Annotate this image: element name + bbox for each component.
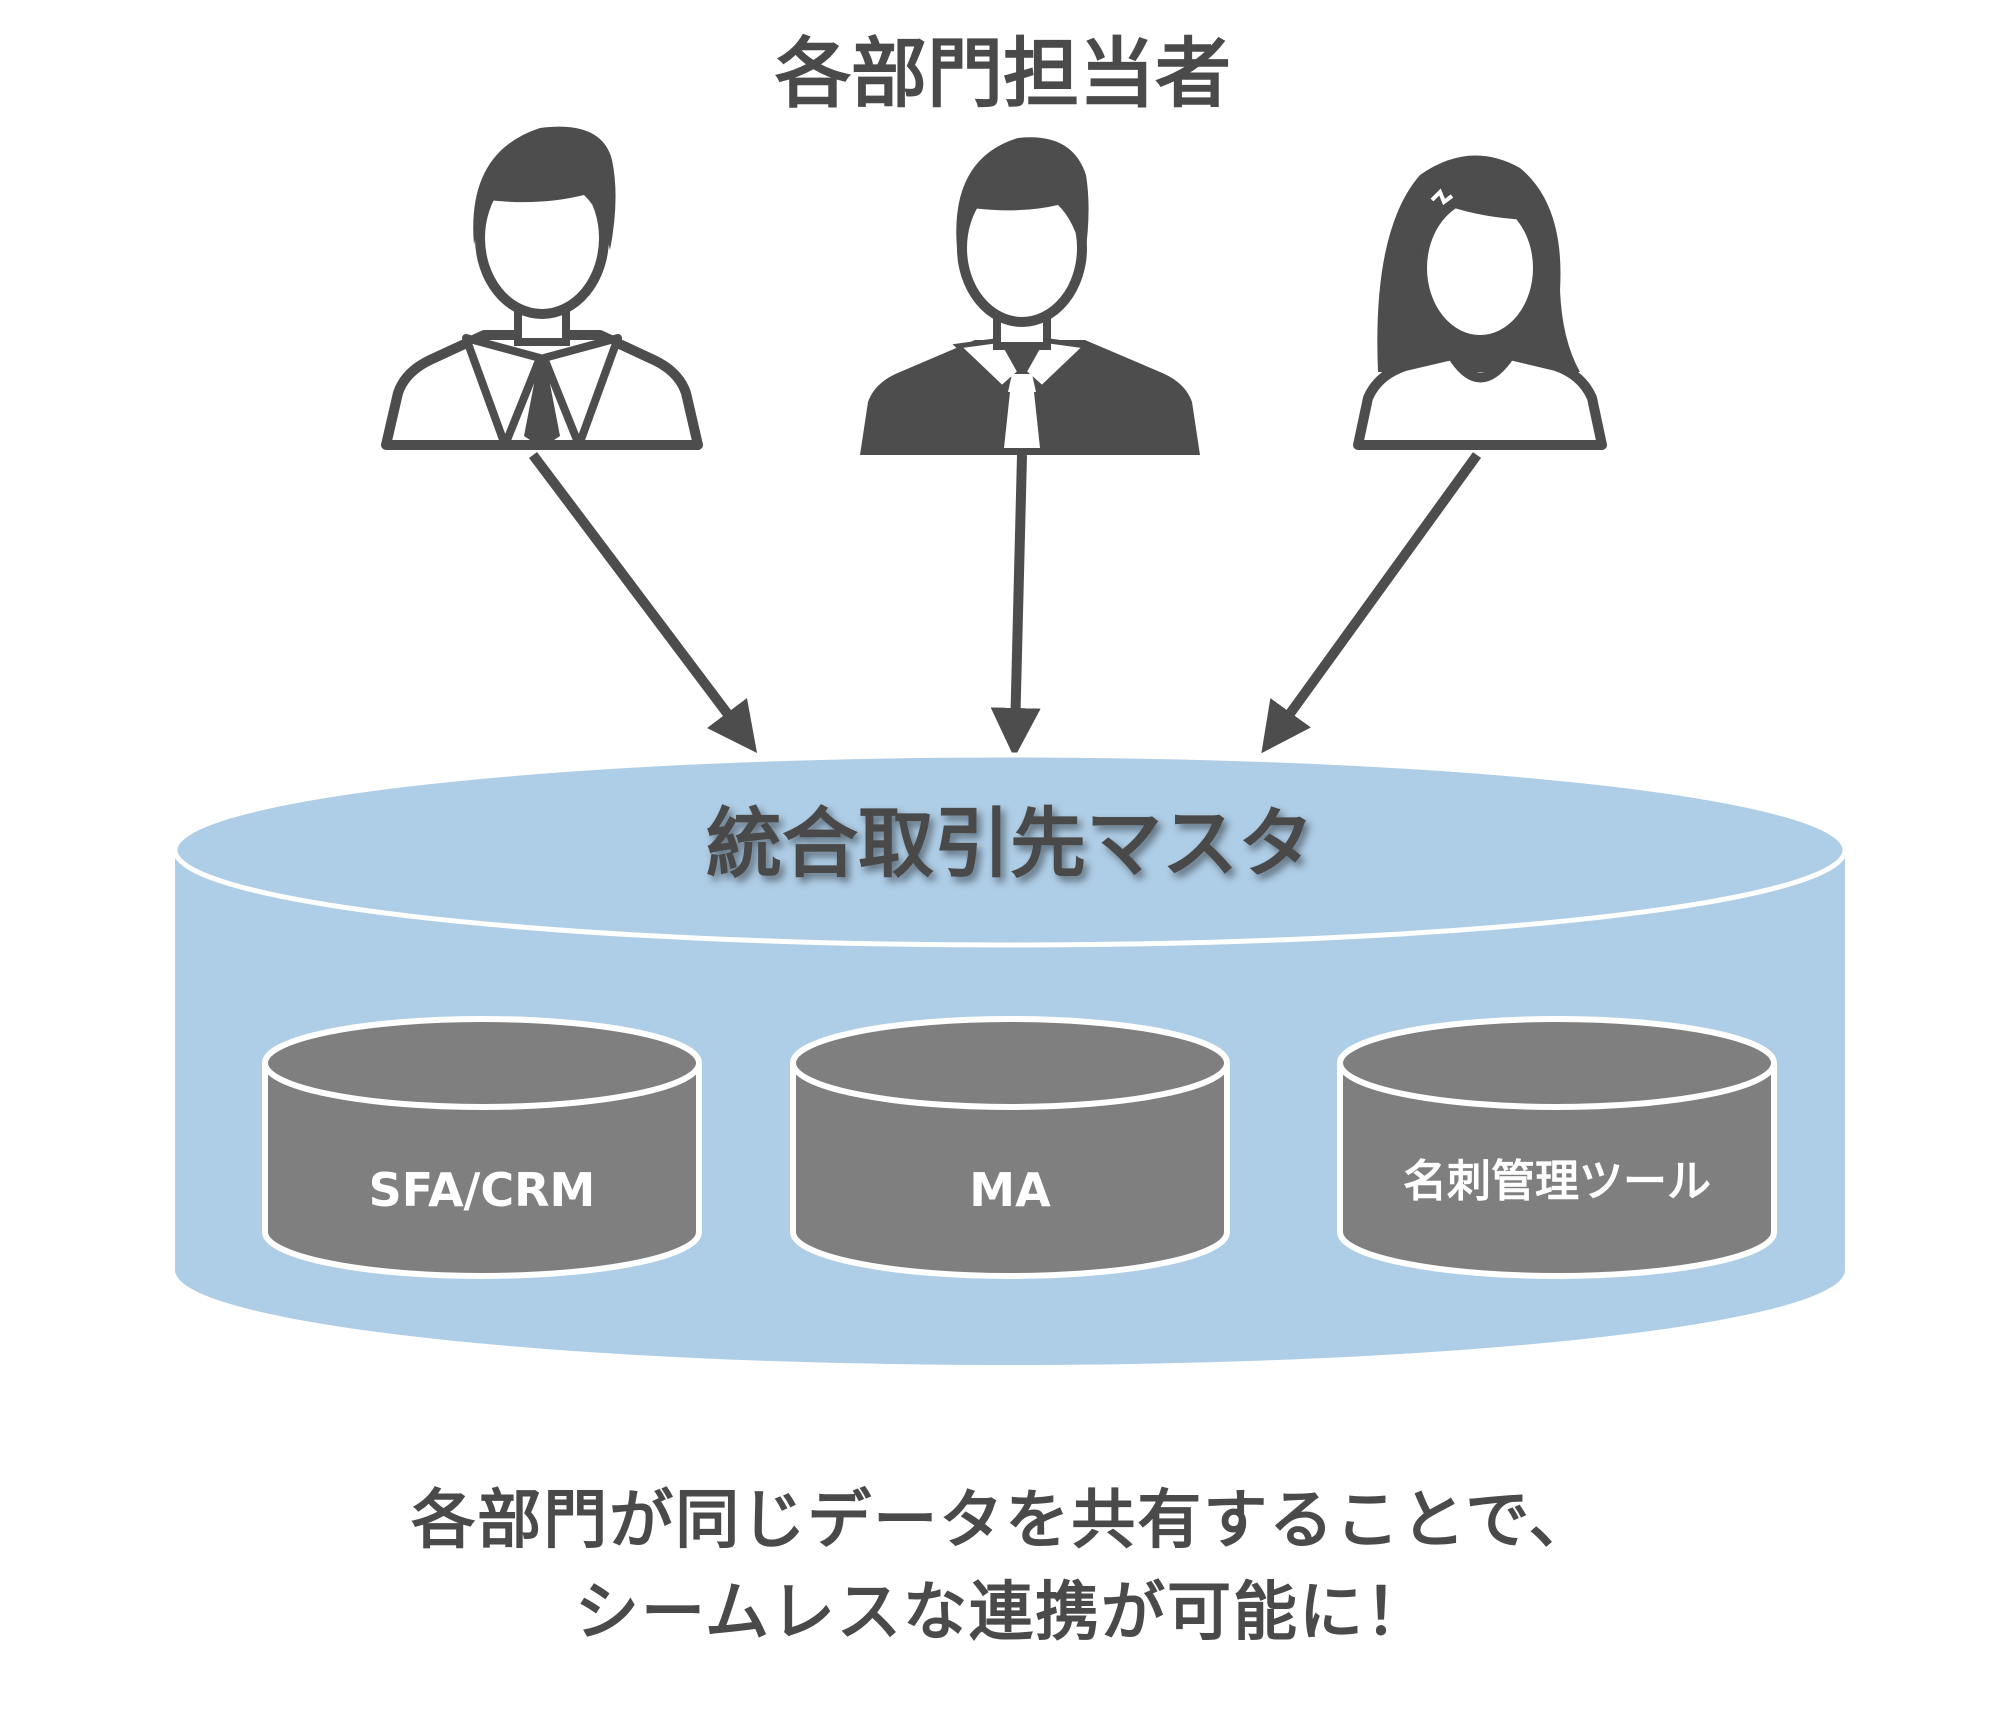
database-business-card: 名刺管理ツール [1337, 1016, 1777, 1279]
businessman-filled-icon [860, 137, 1200, 455]
database-ma: MA [790, 1016, 1230, 1279]
businessman-outline-icon [381, 126, 703, 450]
arrow-person1-to-master [529, 451, 758, 753]
database-label-sfa-crm: SFA/CRM [369, 1163, 596, 1217]
master-label: 統合取引先マスタ [706, 799, 1314, 888]
database-label-ma: MA [969, 1163, 1051, 1217]
database-sfa-crm: SFA/CRM [262, 1016, 702, 1279]
caption: 各部門が同じデータを共有することで、 シームレスな連携が可能に！ [0, 1475, 2006, 1659]
diagram-title: 各部門担当者 [775, 29, 1231, 118]
caption-line-2: シームレスな連携が可能に！ [574, 1576, 1432, 1650]
arrow-person2-to-master [990, 454, 1041, 758]
arrow-person3-to-master [1261, 452, 1482, 754]
caption-line-1: 各部門が同じデータを共有することで、 [411, 1484, 1595, 1558]
businesswoman-icon [1353, 155, 1607, 450]
database-label-business-card: 名刺管理ツール [1403, 1156, 1711, 1207]
